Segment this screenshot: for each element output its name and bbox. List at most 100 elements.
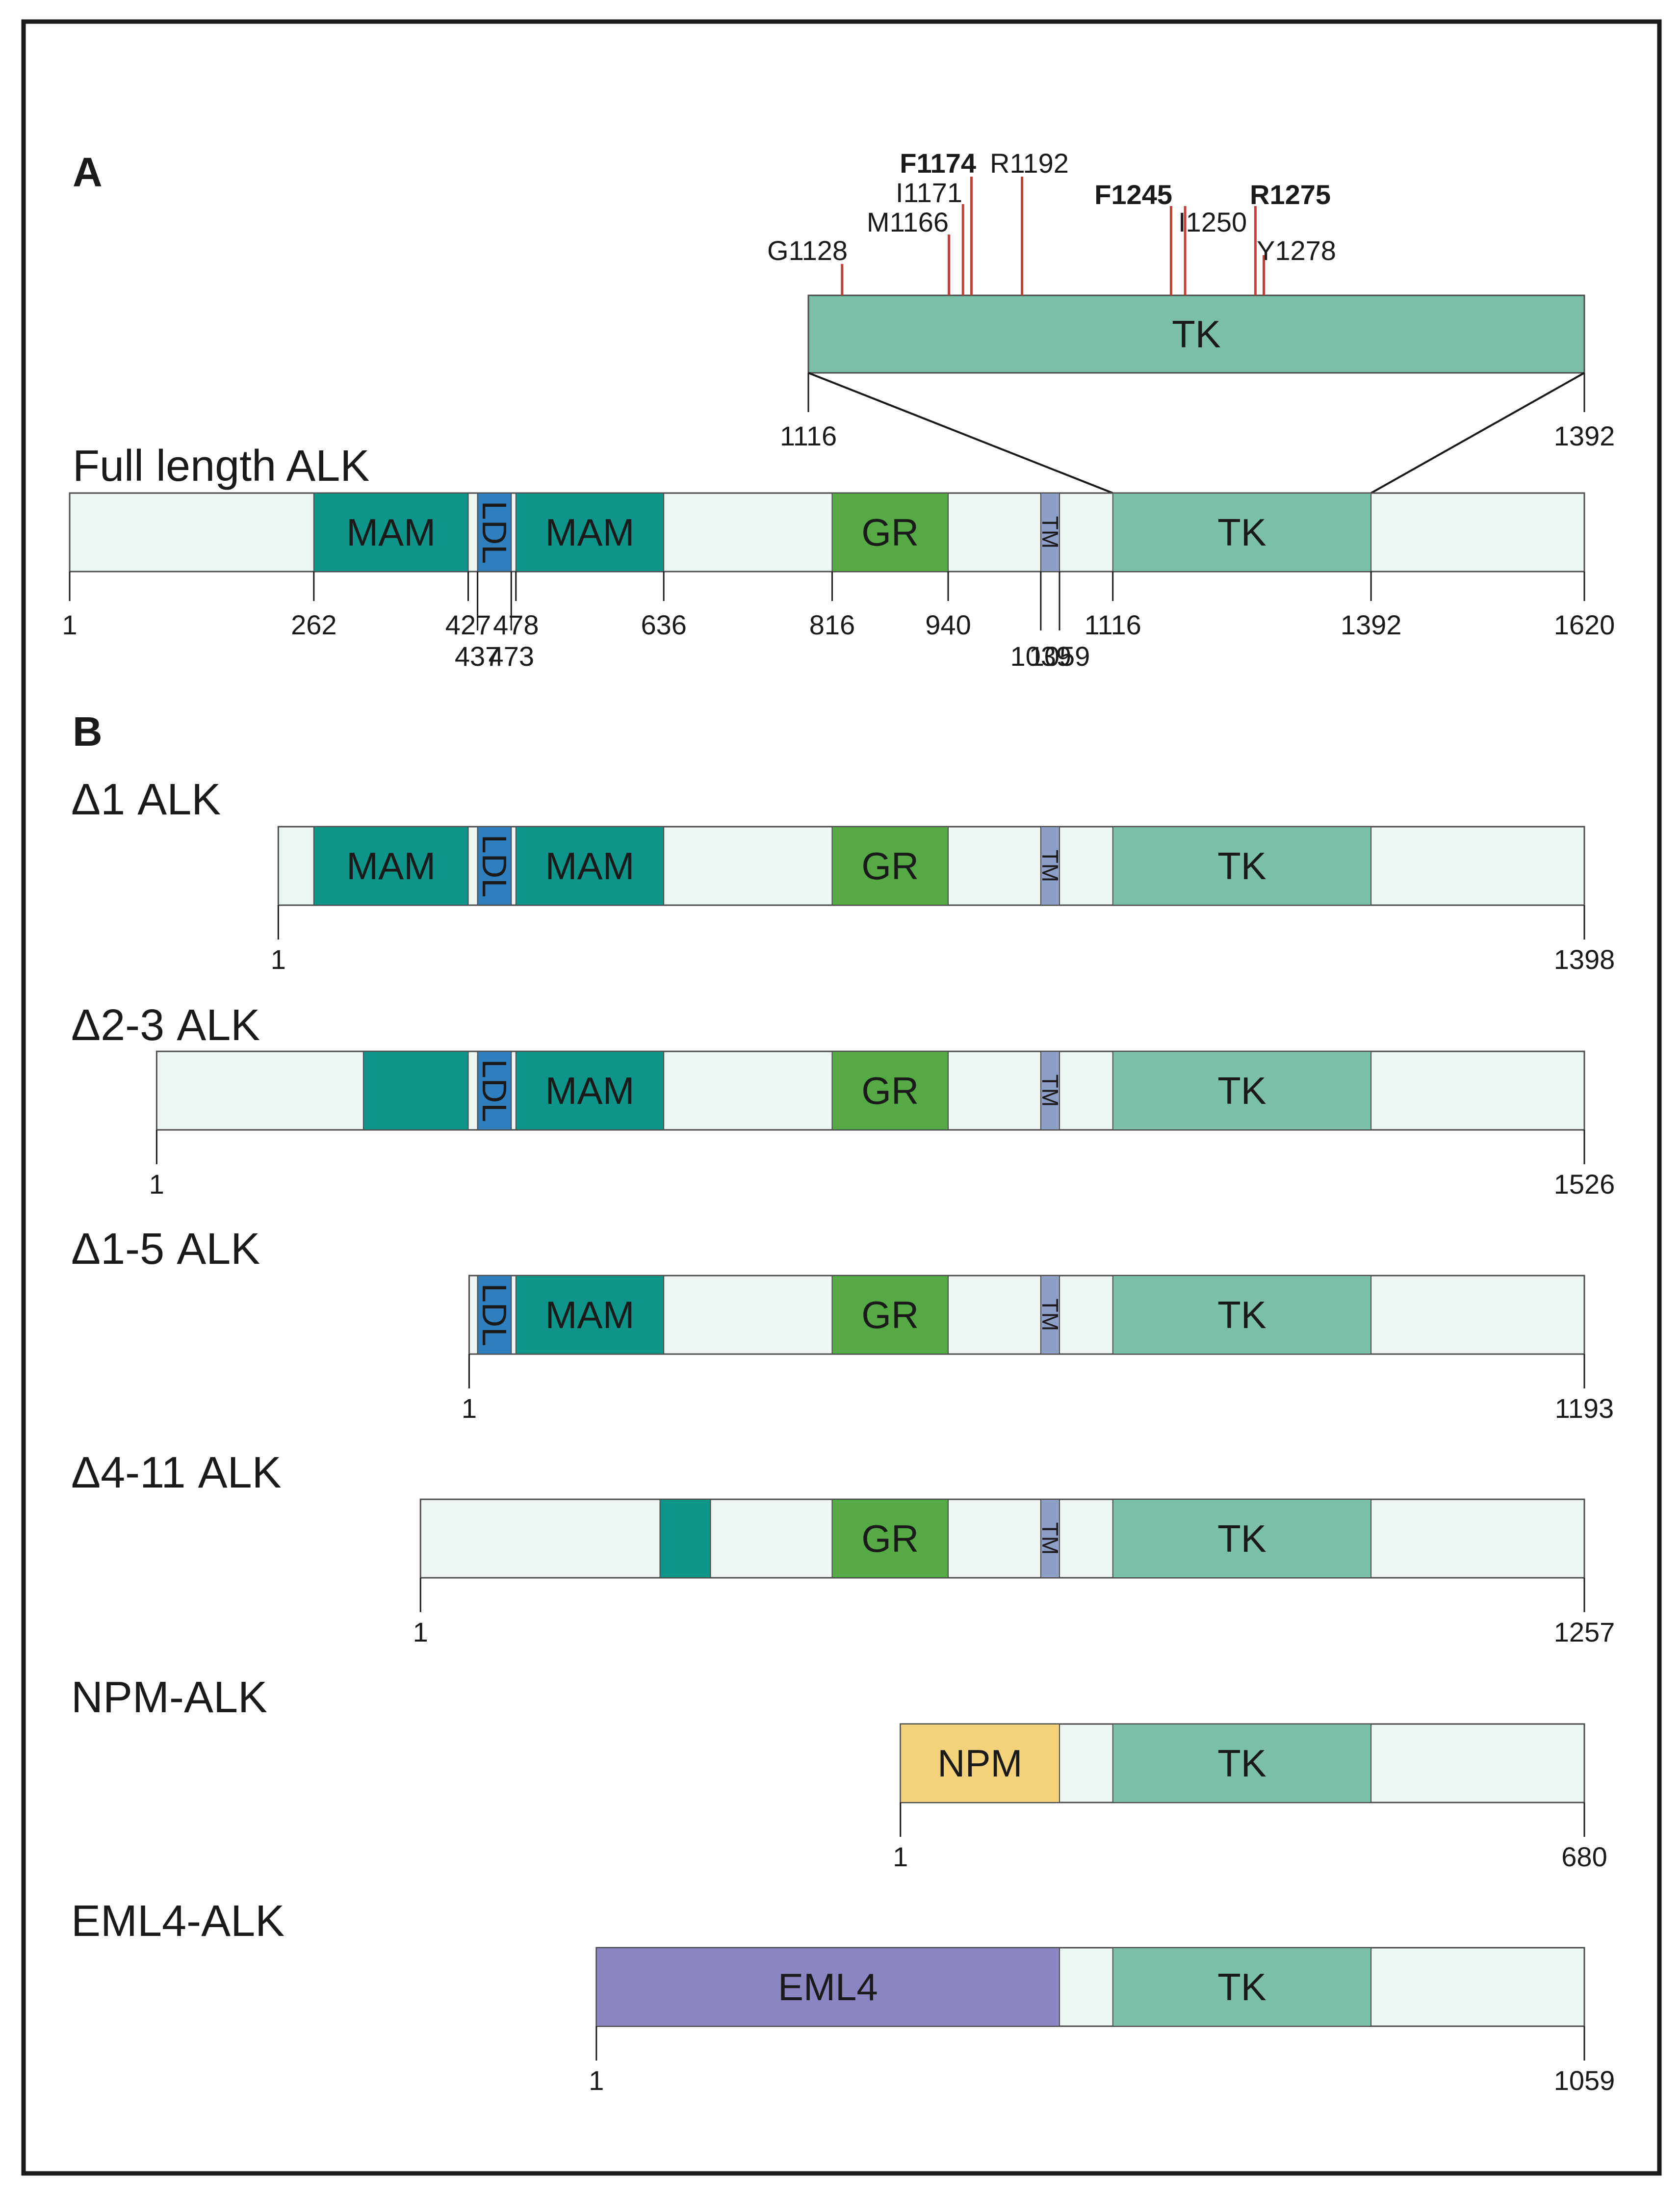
tick-label: 816 [809,609,855,640]
domain-mam [362,1051,469,1130]
tick-label: 1116 [780,420,837,451]
domain-label: TK [1217,1069,1266,1112]
domain-ldl [477,1051,512,1130]
domain-label: TK [1217,1965,1266,2009]
domain-tk [1112,493,1372,572]
domain-label: LDL [475,501,514,564]
variant-name: Δ4-11 ALK [71,1448,282,1497]
mutation-label: Y1278 [1257,235,1336,266]
domain-label: MAM [545,1293,634,1336]
panel-a-label: A [73,149,103,195]
domain-mam [515,826,665,906]
domain-npm [900,1724,1060,1803]
domain-mam [313,826,469,906]
domain-tm [1040,1499,1060,1578]
zoom-tk-domain [807,294,1585,374]
domain-label: MAM [545,511,634,554]
tick-label: 680 [1561,1841,1607,1872]
domain-label: GR [861,511,919,554]
domain-label: TK [1217,511,1266,554]
zoom-connector-right [1370,372,1585,494]
zoom-tk-label: TK [1172,313,1221,356]
tick-label: 473 [489,641,534,672]
domain-label: MAM [545,1069,634,1112]
mutation-label: F1174 [900,148,976,179]
mutation-label: I1250 [1178,207,1247,237]
mutation-label: I1171 [896,177,962,208]
tick-label: 427 [445,609,491,640]
domain-label: TM [1037,850,1063,882]
domain-label: MAM [346,511,436,554]
tick-label: 1 [462,1393,477,1424]
domain-mam [313,493,469,572]
domain-gr [831,493,949,572]
tick-label: 437 [455,641,500,672]
variant-name: Δ1-5 ALK [71,1225,260,1274]
domain-label: GR [861,844,919,888]
domain-tk [1112,1947,1372,2027]
domain-gr [831,826,949,906]
tick-label: 1116 [1085,609,1141,640]
domain-tm [1040,1051,1060,1130]
variant-delta1-alk: Δ1 ALK MAM LDL MAM GR TM TK 1 1398 [71,775,1615,975]
domain-gr [831,1051,949,1130]
domain-mam [515,1051,665,1130]
tick-label: 478 [493,609,539,640]
tick-label: 1 [413,1617,428,1647]
tick-label: 1 [62,609,77,640]
domain-label: TM [1037,1299,1063,1331]
domain-tk [1112,1499,1372,1578]
domain-tm [1040,826,1060,906]
domain-tm [1040,493,1060,572]
tick-label: 1 [893,1841,908,1872]
variant-name: Δ2-3 ALK [71,1001,260,1050]
domain-label: TM [1037,516,1063,548]
tick-label: 1 [271,944,286,975]
domain-label: TM [1037,1522,1063,1555]
mutation-label: R1192 [990,148,1069,179]
domain-tk [1112,1051,1372,1130]
tick-label: 1392 [1554,420,1615,451]
mutation-label: G1128 [767,235,848,266]
domain-label: LDL [475,835,514,897]
domain-label: TK [1217,844,1266,888]
full-length-alk-title: Full length ALK [73,442,369,491]
tick-label: 940 [925,609,971,640]
domain-tm [1040,1275,1060,1355]
tick-label: 1193 [1555,1393,1614,1424]
protein-backbone [419,1498,1585,1579]
domain-tk [1112,1275,1372,1355]
domain-mam [515,493,665,572]
full-length-alk: Full length ALK MAM LDL MAM GR TM TK 1 262 42743… [62,442,1615,672]
domain-tk [1112,1724,1372,1803]
domain-ldl [477,826,512,906]
domain-label: LDL [475,1283,514,1346]
domain-label: GR [861,1517,919,1560]
zoom-connector-left [808,372,1113,494]
domain-mam [659,1499,711,1578]
mutation-label: F1245 [1094,179,1172,210]
domain-ldl [477,1275,512,1355]
variant-name: Δ1 ALK [71,775,221,824]
domain-eml4 [595,1947,1060,2027]
mutation-label: R1275 [1250,179,1331,210]
tick-label: 1526 [1554,1169,1615,1200]
tick-label: 1398 [1554,944,1615,975]
tick-label: 1620 [1554,609,1615,640]
domain-label: TM [1037,1074,1063,1107]
tick-label: 1039 [1010,641,1072,672]
variant-name: EML4-ALK [71,1897,284,1946]
tick-label: 1059 [1554,2065,1615,2096]
domain-label: EML4 [778,1965,878,2009]
tick-label: 1059 [1029,641,1090,672]
tick-label: 1257 [1554,1617,1615,1647]
tick-label: 262 [291,609,336,640]
domain-label: MAM [545,844,634,888]
domain-label: MAM [346,844,436,888]
